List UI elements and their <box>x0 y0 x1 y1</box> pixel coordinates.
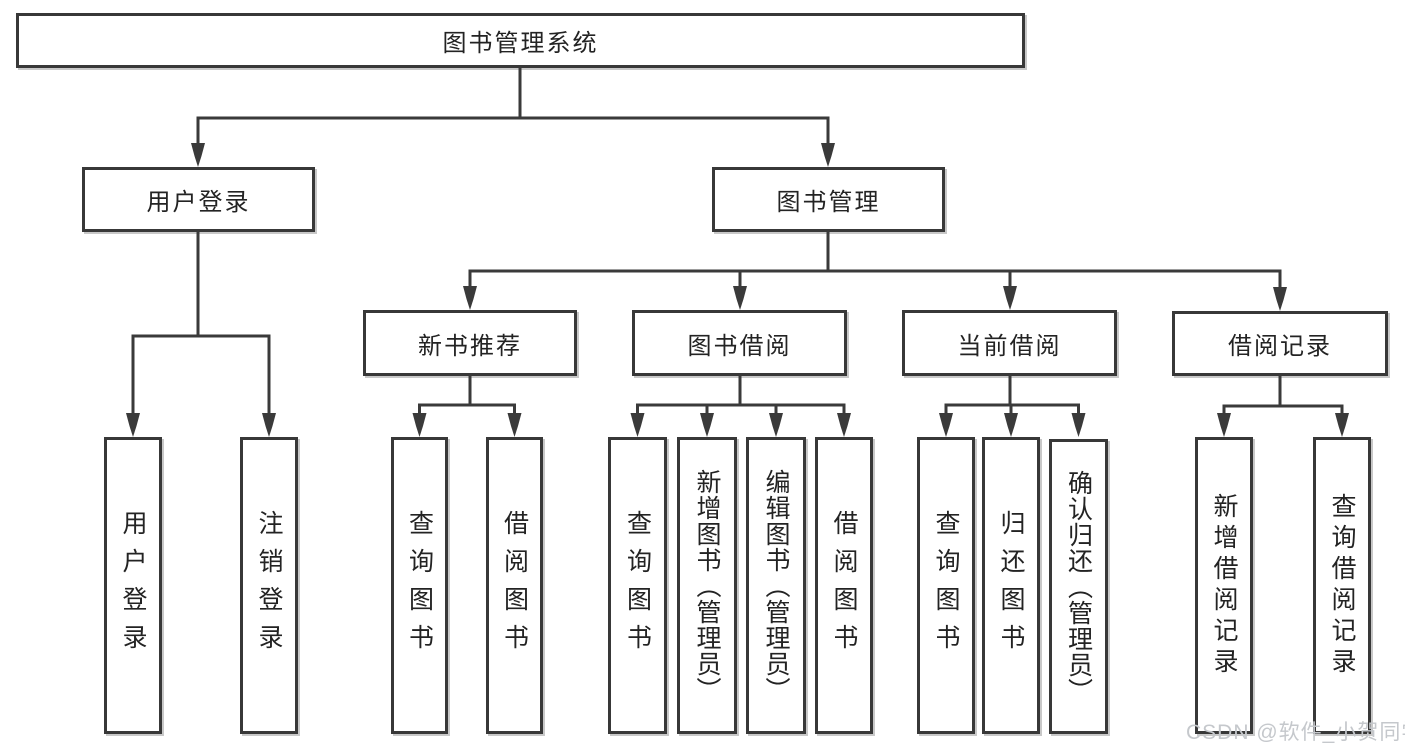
arrowhead-icon <box>262 413 276 437</box>
node-new-book-recommend: 新书推荐 <box>363 310 577 376</box>
watermark: CSDN @软件_小贺同学 <box>1186 721 1405 744</box>
node-new-book-recommend-label: 新书推荐 <box>418 332 522 360</box>
arrowhead-icon <box>1217 413 1231 437</box>
arrowhead-icon <box>837 413 851 437</box>
arrowhead-icon <box>700 413 714 437</box>
leaf-logout-label: 注销登录 <box>255 509 283 662</box>
arrowhead-icon <box>769 413 783 437</box>
node-book-borrow: 图书借阅 <box>632 310 847 376</box>
leaf-confirm-return-admin: 确认归还（管理员） <box>1049 439 1108 734</box>
node-book-borrow-label: 图书借阅 <box>687 332 792 360</box>
leaf-query-borrow-record: 查询借阅记录 <box>1313 437 1371 734</box>
leaf-query-borrow-record-label: 查询借阅记录 <box>1328 492 1356 679</box>
arrowhead-icon <box>507 413 522 437</box>
arrowhead-icon <box>733 286 747 310</box>
node-root: 图书管理系统 <box>16 13 1025 68</box>
node-user-login: 用户登录 <box>82 167 315 232</box>
leaf-query-books-recommend: 查询图书 <box>391 437 448 734</box>
leaf-add-borrow-record: 新增借阅记录 <box>1195 437 1253 734</box>
leaf-borrow-books-recommend: 借阅图书 <box>486 437 543 734</box>
leaf-logout: 注销登录 <box>240 437 298 734</box>
leaf-add-books-admin-label: 新增图书（管理员） <box>693 468 721 703</box>
node-user-login-label: 用户登录 <box>146 189 251 216</box>
arrowhead-icon <box>463 286 477 310</box>
arrowhead-icon <box>126 413 140 437</box>
leaf-query-books-borrow-label: 查询图书 <box>623 509 652 662</box>
leaf-borrow-books-recommend-label: 借阅图书 <box>500 509 529 662</box>
leaf-query-books-current-label: 查询图书 <box>932 509 960 662</box>
node-borrow-records-label: 借阅记录 <box>1228 333 1332 360</box>
arrowhead-icon <box>1273 287 1287 311</box>
leaf-edit-books-admin-label: 编辑图书（管理员） <box>762 468 790 703</box>
leaf-return-books-label: 归还图书 <box>997 509 1025 662</box>
node-root-label: 图书管理系统 <box>442 30 599 57</box>
leaf-user-login: 用户登录 <box>104 437 162 734</box>
arrowhead-icon <box>630 413 645 437</box>
node-book-management-label: 图书管理 <box>776 189 881 216</box>
arrowhead-icon <box>412 413 427 437</box>
leaf-borrow-books-label: 借阅图书 <box>830 509 858 662</box>
node-current-borrow-label: 当前借阅 <box>957 332 1062 360</box>
leaf-confirm-return-admin-label: 确认归还（管理员） <box>1064 469 1093 704</box>
leaf-edit-books-admin: 编辑图书（管理员） <box>746 437 806 734</box>
leaf-query-books-recommend-label: 查询图书 <box>405 509 434 662</box>
arrowhead-icon <box>1335 413 1349 437</box>
leaf-add-borrow-record-label: 新增借阅记录 <box>1210 492 1238 679</box>
node-current-borrow: 当前借阅 <box>902 310 1117 376</box>
arrowhead-icon <box>1004 413 1018 437</box>
arrowhead-icon <box>191 143 205 167</box>
arrowhead-icon <box>1071 413 1086 437</box>
arrowhead-icon <box>939 413 953 437</box>
leaf-add-books-admin: 新增图书（管理员） <box>677 437 737 734</box>
leaf-query-books-current: 查询图书 <box>917 437 975 734</box>
leaf-return-books: 归还图书 <box>982 437 1040 734</box>
node-borrow-records: 借阅记录 <box>1172 311 1388 376</box>
leaf-user-login-label: 用户登录 <box>119 509 147 662</box>
arrowhead-icon <box>821 143 835 167</box>
node-book-management: 图书管理 <box>712 167 945 232</box>
leaf-borrow-books: 借阅图书 <box>815 437 873 734</box>
arrowhead-icon <box>1003 286 1017 310</box>
leaf-query-books-borrow: 查询图书 <box>608 437 667 734</box>
